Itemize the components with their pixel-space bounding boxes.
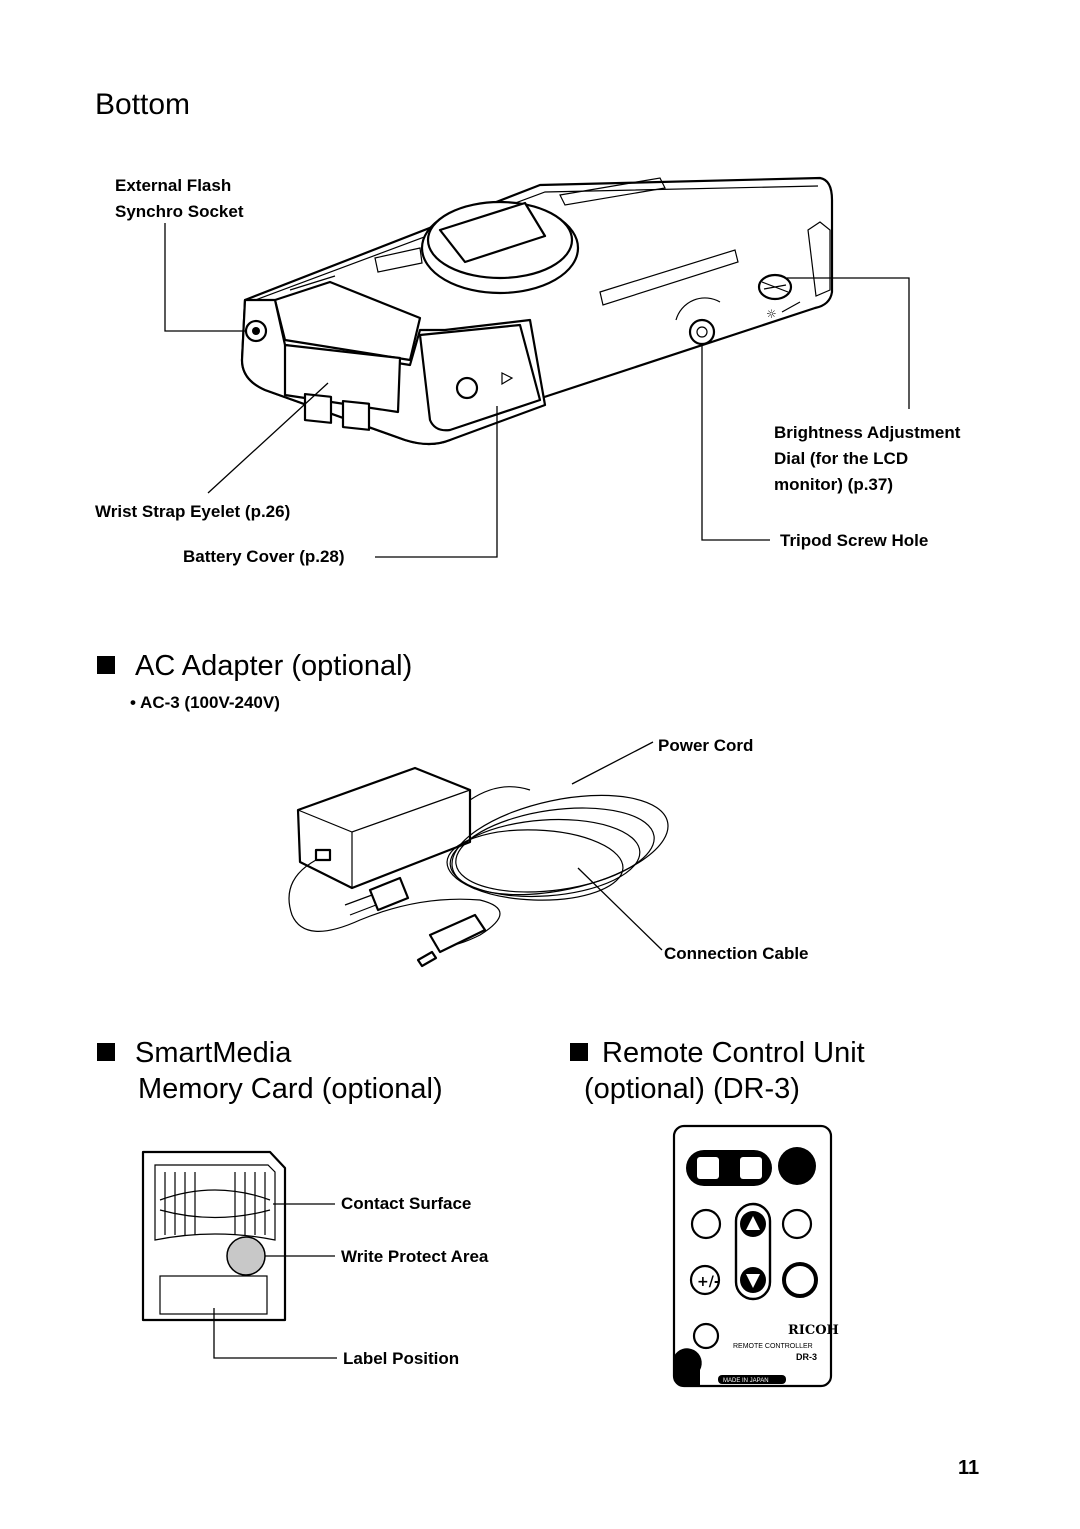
section-title-remote: Remote Control Unit (optional) (DR-3)	[570, 1035, 865, 1107]
label-label-position: Label Position	[343, 1349, 460, 1368]
label-wrist-strap: Wrist Strap Eyelet (p.26)	[95, 502, 291, 521]
bullet-square-icon	[97, 1043, 115, 1061]
leader-flash-socket	[164, 223, 246, 332]
smartmedia-title-line1: SmartMedia	[135, 1037, 292, 1069]
bullet-square-icon	[570, 1043, 588, 1061]
label-connection-cable: Connection Cable	[664, 944, 809, 963]
section-title-ac-adapter: AC Adapter (optional)	[97, 648, 412, 684]
ac-adapter-illustration	[288, 766, 669, 968]
label-contact-surface: Contact Surface	[341, 1194, 472, 1213]
remote-origin-text: MADE IN JAPAN	[723, 1378, 769, 1384]
leader-connection-cable	[577, 867, 663, 951]
bullet-square-icon	[97, 656, 115, 674]
label-battery-cover: Battery Cover (p.28)	[183, 547, 345, 566]
remote-brand-text: RICOH	[788, 1323, 839, 1338]
label-brightness-line2: Dial (for the LCD	[774, 449, 909, 468]
smartmedia-title-line2: Memory Card (optional)	[138, 1073, 443, 1105]
leader-battery-cover	[375, 406, 498, 558]
label-external-flash-line1: External Flash	[115, 176, 232, 195]
smartmedia-card-illustration	[141, 1150, 287, 1322]
leader-wrist-strap	[207, 382, 329, 494]
page-number: 11	[958, 1457, 980, 1479]
leader-power-cord	[571, 741, 654, 785]
svg-text:+/-: +/-	[697, 1274, 720, 1290]
camera-illustration: ☼	[240, 176, 834, 446]
label-external-flash: External Flash Synchro Socket	[115, 173, 244, 225]
remote-controller-illustration: +/-	[672, 1124, 833, 1388]
leader-tripod-hole	[701, 344, 770, 541]
label-write-protect: Write Protect Area	[341, 1247, 489, 1266]
leader-brightness-dial	[787, 277, 910, 409]
remote-title-line1: Remote Control Unit	[602, 1037, 865, 1069]
label-power-cord: Power Cord	[658, 736, 754, 755]
ac-adapter-model: • AC-3 (100V-240V)	[130, 693, 280, 712]
section-title-bottom: Bottom	[95, 88, 191, 121]
label-brightness-line1: Brightness Adjustment	[774, 423, 961, 442]
ac-adapter-title-text: AC Adapter (optional)	[135, 650, 413, 682]
remote-model-text: DR-3	[796, 1352, 817, 1362]
svg-text:☼: ☼	[766, 307, 777, 321]
section-title-smartmedia: SmartMedia Memory Card (optional)	[97, 1035, 443, 1107]
label-tripod-hole: Tripod Screw Hole	[780, 531, 929, 550]
leader-label-position	[213, 1308, 337, 1359]
label-brightness-line3: monitor) (p.37)	[774, 475, 893, 494]
label-external-flash-line2: Synchro Socket	[115, 202, 244, 221]
label-brightness-dial: Brightness Adjustment Dial (for the LCD …	[774, 420, 960, 498]
remote-product-text: REMOTE CONTROLLER	[733, 1343, 813, 1350]
remote-title-line2: (optional) (DR-3)	[584, 1073, 800, 1105]
